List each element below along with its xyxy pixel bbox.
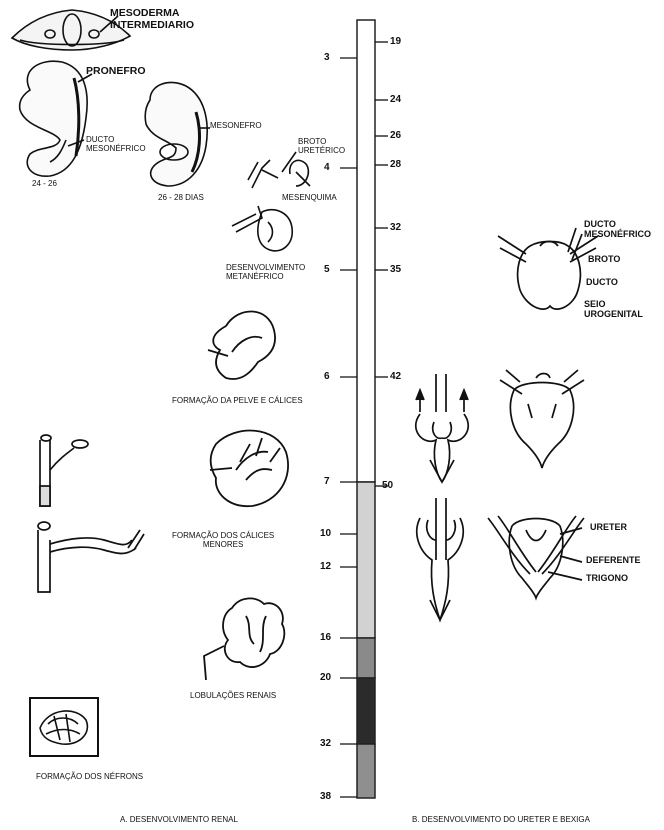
label-formacao-pelve: FORMAÇÃO DA PELVE E CÁLICES [172,397,303,406]
tick-left-10: 10 [320,528,331,539]
bladder-1-drawing [498,228,598,309]
tick-right-35: 35 [390,264,401,275]
bladder-3-drawing [500,370,584,468]
label-right-deferente: DEFERENTE [586,556,641,566]
label-right-trigono: TRIGONO [586,574,628,584]
label-lobulacoes: LOBULAÇÕES RENAIS [190,692,276,701]
label-age-24-26: 24 - 26 [32,180,57,189]
label-formacao-nefrons: FORMAÇÃO DOS NÉFRONS [36,773,143,782]
tick-left-5: 5 [324,264,330,275]
embryo-26-28-drawing [145,82,210,186]
tick-left-4: 4 [324,162,330,173]
ureteric-bud-drawing [248,152,310,188]
label-right-ureter: URETER [590,523,627,533]
embryo-24-26-drawing [20,61,92,176]
tick-left-6: 6 [324,371,330,382]
timeline-bar-light [357,482,375,638]
label-pronefro: PRONEFRO [86,66,146,78]
tick-right-50: 50 [382,480,393,491]
left-tick-marks [340,58,357,797]
timeline-bar-gray [357,744,375,798]
label-mesonefro: MESONEFRO [210,122,262,131]
bladder-2-drawing [416,374,469,482]
tick-left-16: 16 [320,632,331,643]
timeline-bar-mid [357,638,375,678]
nephron-box-drawing [30,698,98,756]
tick-right-32: 32 [390,222,401,233]
tick-left-12: 12 [320,561,331,572]
label-right-ducto: DUCTO [586,278,618,288]
tick-right-26: 26 [390,130,401,141]
right-tick-marks [375,42,388,486]
tick-right-19: 19 [390,36,401,47]
tick-left-38: 38 [320,791,331,802]
kidney-calyces-drawing [210,431,288,507]
label-mesenquima: MESENQUIMA [282,194,337,203]
tick-left-20: 20 [320,672,331,683]
caption-b: B. DESENVOLVIMENTO DO URETER E BEXIGA [412,816,590,825]
timeline-bar-white [357,20,375,482]
metanephric-drawing [232,206,292,251]
tubule-branching-drawing [40,435,88,506]
tick-right-24: 24 [390,94,401,105]
bladder-5-drawing [488,516,584,598]
kidney-pelvis-drawing [208,311,275,379]
label-right-broto: BROTO [588,255,620,265]
kidney-lobulations-drawing [204,598,284,680]
timeline-bar-dark [357,678,375,744]
label-age-26-28: 26 - 28 DIAS [158,194,204,203]
tick-left-3: 3 [324,52,330,63]
tick-right-28: 28 [390,159,401,170]
tick-left-7: 7 [324,476,330,487]
tubule-coiled-drawing [38,522,144,592]
caption-a: A. DESENVOLVIMENTO RENAL [120,816,238,825]
tick-right-42: 42 [390,371,401,382]
bladder-4-drawing [417,498,463,620]
tick-left-32: 32 [320,738,331,749]
